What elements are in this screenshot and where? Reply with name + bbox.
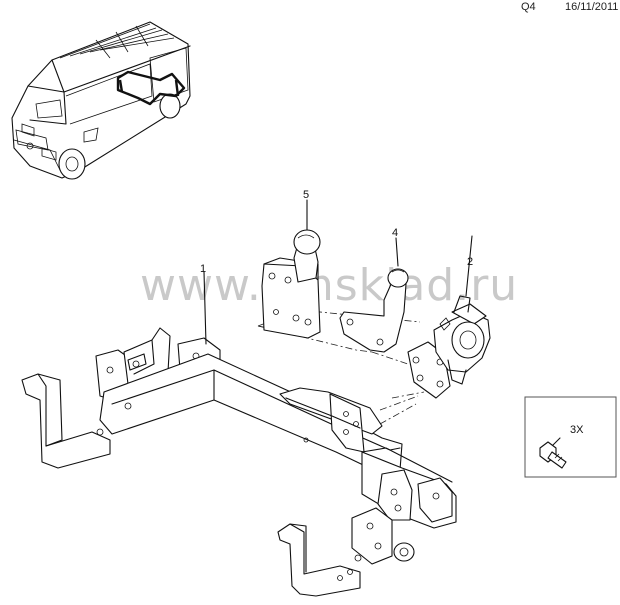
callout-5: 5: [303, 189, 309, 201]
callout-1: 1: [200, 263, 206, 275]
fastener-quantity: 3X: [570, 424, 584, 436]
towbar-frame: [21, 271, 457, 597]
fastener-inset: 3X: [524, 396, 617, 478]
pin-coupling: [407, 235, 491, 399]
fixed-ball-bracket: [261, 199, 321, 339]
removable-ball-neck: [339, 237, 409, 353]
callout-2: 2: [467, 256, 473, 268]
page-date: 16/11/2011: [565, 1, 619, 13]
callout-4: 4: [392, 227, 398, 239]
bolt-icon: [539, 441, 567, 469]
page-code: Q4: [521, 1, 536, 13]
van-thumbnail: [11, 21, 191, 180]
watermark: www.gmsklad.ru: [140, 260, 518, 311]
